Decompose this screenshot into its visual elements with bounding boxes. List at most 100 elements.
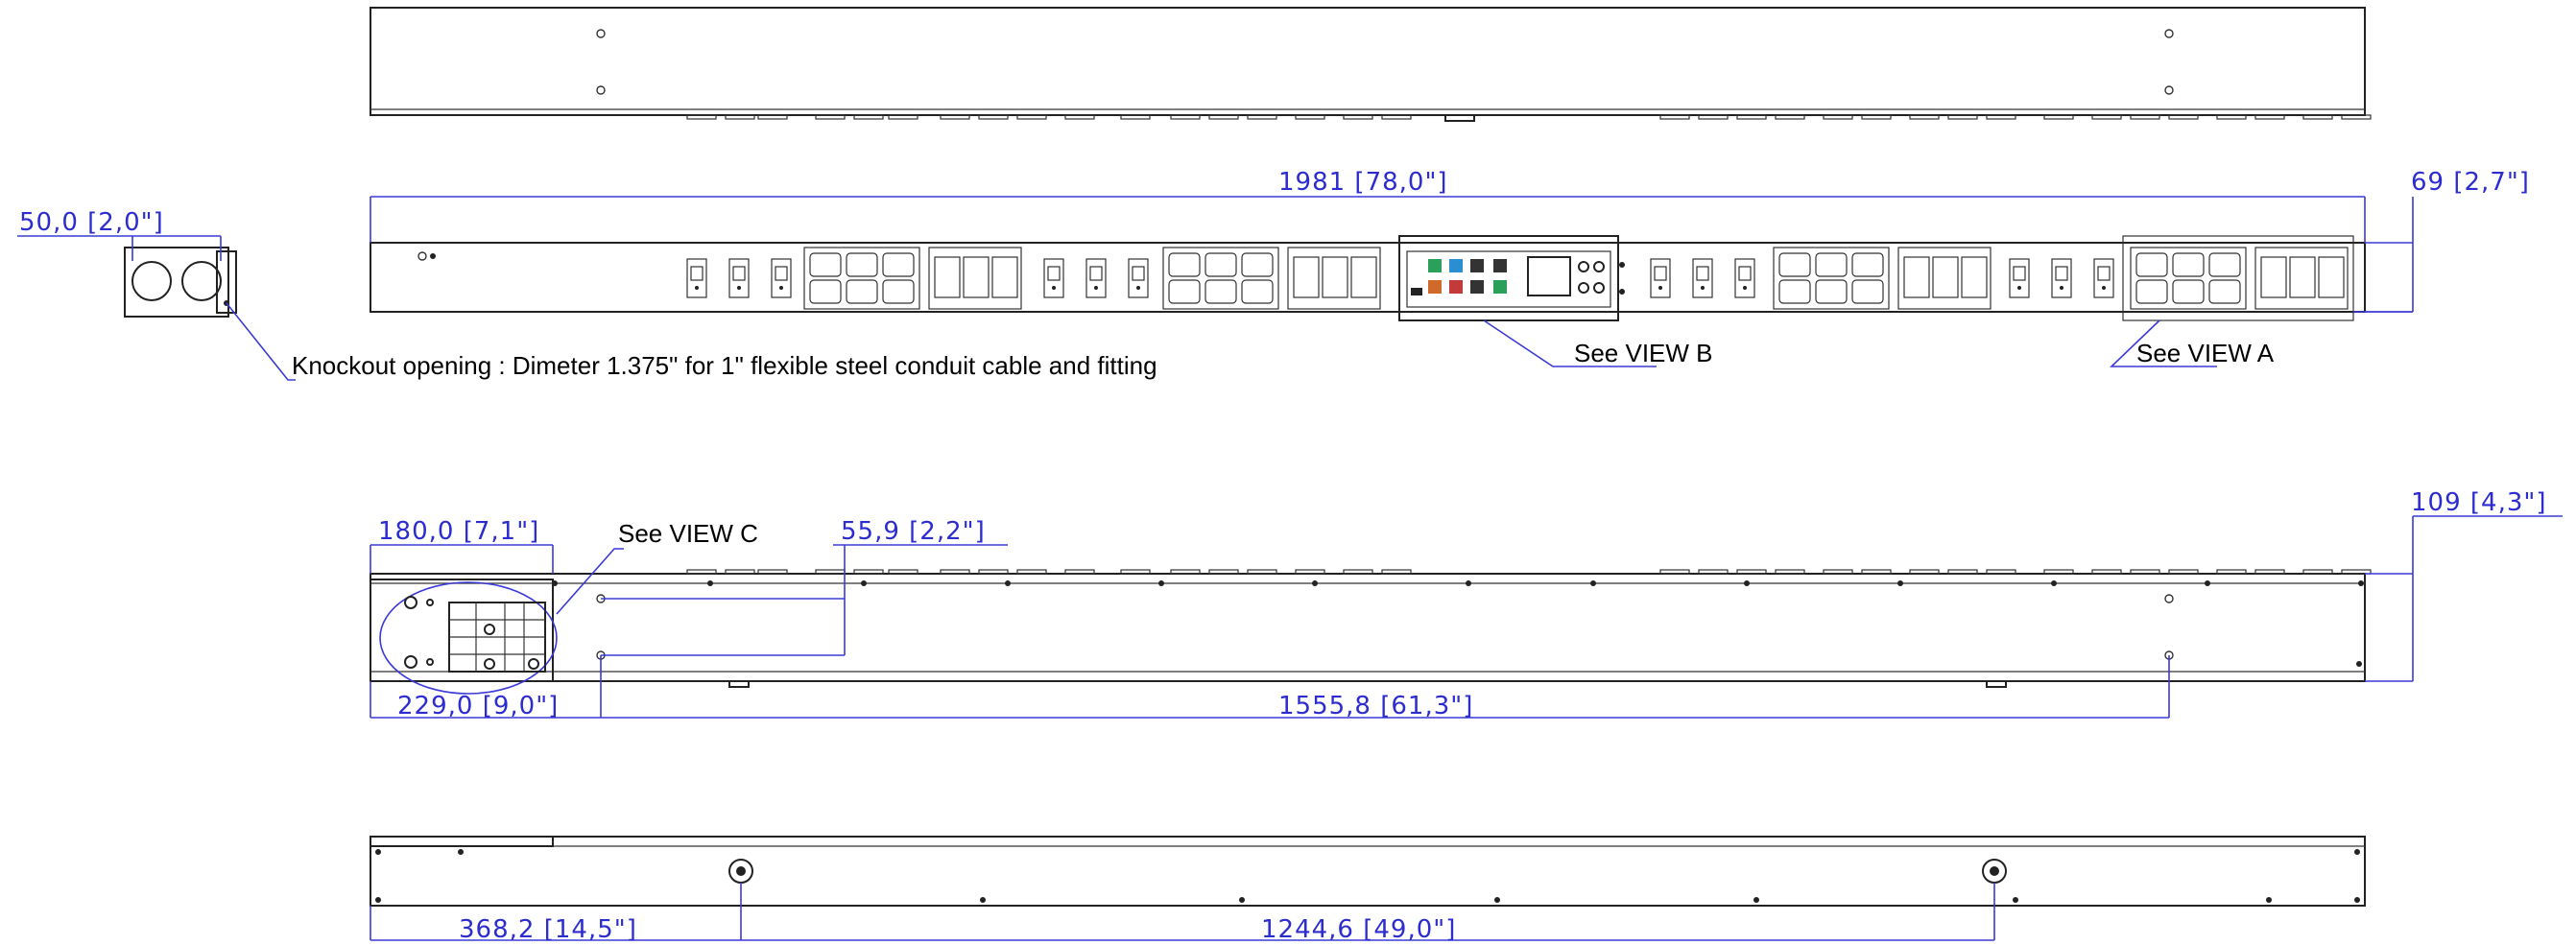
terminal-block — [379, 581, 558, 695]
tab — [1986, 569, 2016, 575]
tab — [1823, 569, 1853, 575]
tab — [1947, 569, 1978, 575]
c13-outlet — [2093, 258, 2114, 298]
rivet — [375, 897, 381, 903]
tab — [1120, 569, 1151, 575]
tab — [2302, 569, 2333, 575]
c19-outlet-bank — [1773, 247, 1890, 310]
c19-outlet-bank — [803, 247, 920, 310]
c13-outlet — [1650, 258, 1671, 298]
tab — [1170, 114, 1201, 120]
tab — [1247, 114, 1277, 120]
see-view-b: See VIEW B — [1574, 339, 1713, 367]
top-view — [370, 7, 2372, 122]
tab — [1381, 114, 1412, 120]
c13-outlet — [728, 258, 750, 298]
tab — [2168, 114, 2199, 120]
c13-outlet — [1085, 258, 1107, 298]
rivet — [1494, 897, 1500, 903]
tab — [1295, 569, 1325, 575]
c13-outlet — [686, 258, 707, 298]
rivet — [707, 580, 713, 586]
tab — [1343, 114, 1373, 120]
c13-outlet-bank — [2254, 247, 2349, 310]
tab — [1295, 114, 1325, 120]
c13-outlet — [771, 258, 792, 298]
see-view-a: See VIEW A — [2136, 339, 2275, 367]
tab — [1016, 114, 1047, 120]
dim-width: 69 [2,7"] — [2411, 168, 2530, 197]
dim-knockout: 50,0 [2,0"] — [19, 208, 164, 237]
dim-button-start: 368,2 [14,5"] — [459, 915, 637, 944]
rivet — [2205, 580, 2210, 586]
tab — [1861, 569, 1892, 575]
rivet — [2051, 580, 2057, 586]
tab — [2091, 114, 2122, 120]
tab — [1659, 114, 1690, 120]
tab — [1170, 569, 1201, 575]
c13-outlet-bank — [1287, 247, 1381, 310]
c19-outlet-bank — [1162, 247, 1279, 310]
dim-button-spacing: 1244,6 [49,0"] — [1261, 915, 1456, 944]
end-cap-knockouts — [124, 247, 237, 318]
dim-mount-spacing: 1555,8 [61,3"] — [1278, 692, 1473, 721]
rivet — [2354, 897, 2360, 903]
rivet — [2013, 897, 2018, 903]
tab — [2216, 114, 2247, 120]
rivet — [375, 849, 381, 855]
see-view-c: See VIEW C — [618, 519, 758, 548]
c13-outlet-bank — [1897, 247, 1992, 310]
tab — [2254, 114, 2285, 120]
tab — [757, 114, 788, 120]
c13-outlet — [2009, 258, 2030, 298]
tab — [1659, 569, 1690, 575]
dim-depth: 109 [4,3"] — [2411, 488, 2547, 517]
tab — [1208, 569, 1239, 575]
dim-hole-offset: 55,9 [2,2"] — [841, 517, 986, 546]
rivet — [552, 580, 558, 586]
tab — [888, 569, 918, 575]
tab — [1861, 114, 1892, 120]
tab — [1064, 114, 1095, 120]
tab — [1016, 569, 1047, 575]
tab — [1986, 114, 2016, 120]
rivet — [1897, 580, 1903, 586]
rivet — [1239, 897, 1245, 903]
tab — [2216, 569, 2247, 575]
tab — [725, 114, 755, 120]
tab — [853, 114, 884, 120]
tab — [1909, 114, 1940, 120]
rivet — [1590, 580, 1596, 586]
tab — [1247, 569, 1277, 575]
rivet — [861, 580, 867, 586]
tab — [1947, 114, 1978, 120]
tab — [2341, 114, 2372, 120]
knockout-note: Knockout opening : Dimeter 1.375" for 1"… — [292, 351, 1157, 380]
tab — [1736, 114, 1767, 120]
tab — [1698, 569, 1729, 575]
rivet — [2358, 580, 2364, 586]
tab — [1343, 569, 1373, 575]
tab — [2043, 569, 2074, 575]
tab — [686, 569, 717, 575]
rivet — [1466, 580, 1471, 586]
rivet — [1744, 580, 1750, 586]
tab — [757, 569, 788, 575]
tab — [1208, 114, 1239, 120]
tab — [853, 569, 884, 575]
rivet — [980, 897, 986, 903]
rivet — [1753, 897, 1759, 903]
tab — [2130, 114, 2160, 120]
tab — [1736, 569, 1767, 575]
tab — [2254, 569, 2285, 575]
tab — [2168, 569, 2199, 575]
tab — [1064, 569, 1095, 575]
mount-button-left — [728, 859, 753, 884]
tab — [815, 114, 846, 120]
rivet — [2266, 897, 2272, 903]
tab — [2130, 569, 2160, 575]
rivet — [2356, 661, 2362, 667]
tab — [888, 114, 918, 120]
rivet — [2354, 849, 2360, 855]
tab — [978, 114, 1009, 120]
